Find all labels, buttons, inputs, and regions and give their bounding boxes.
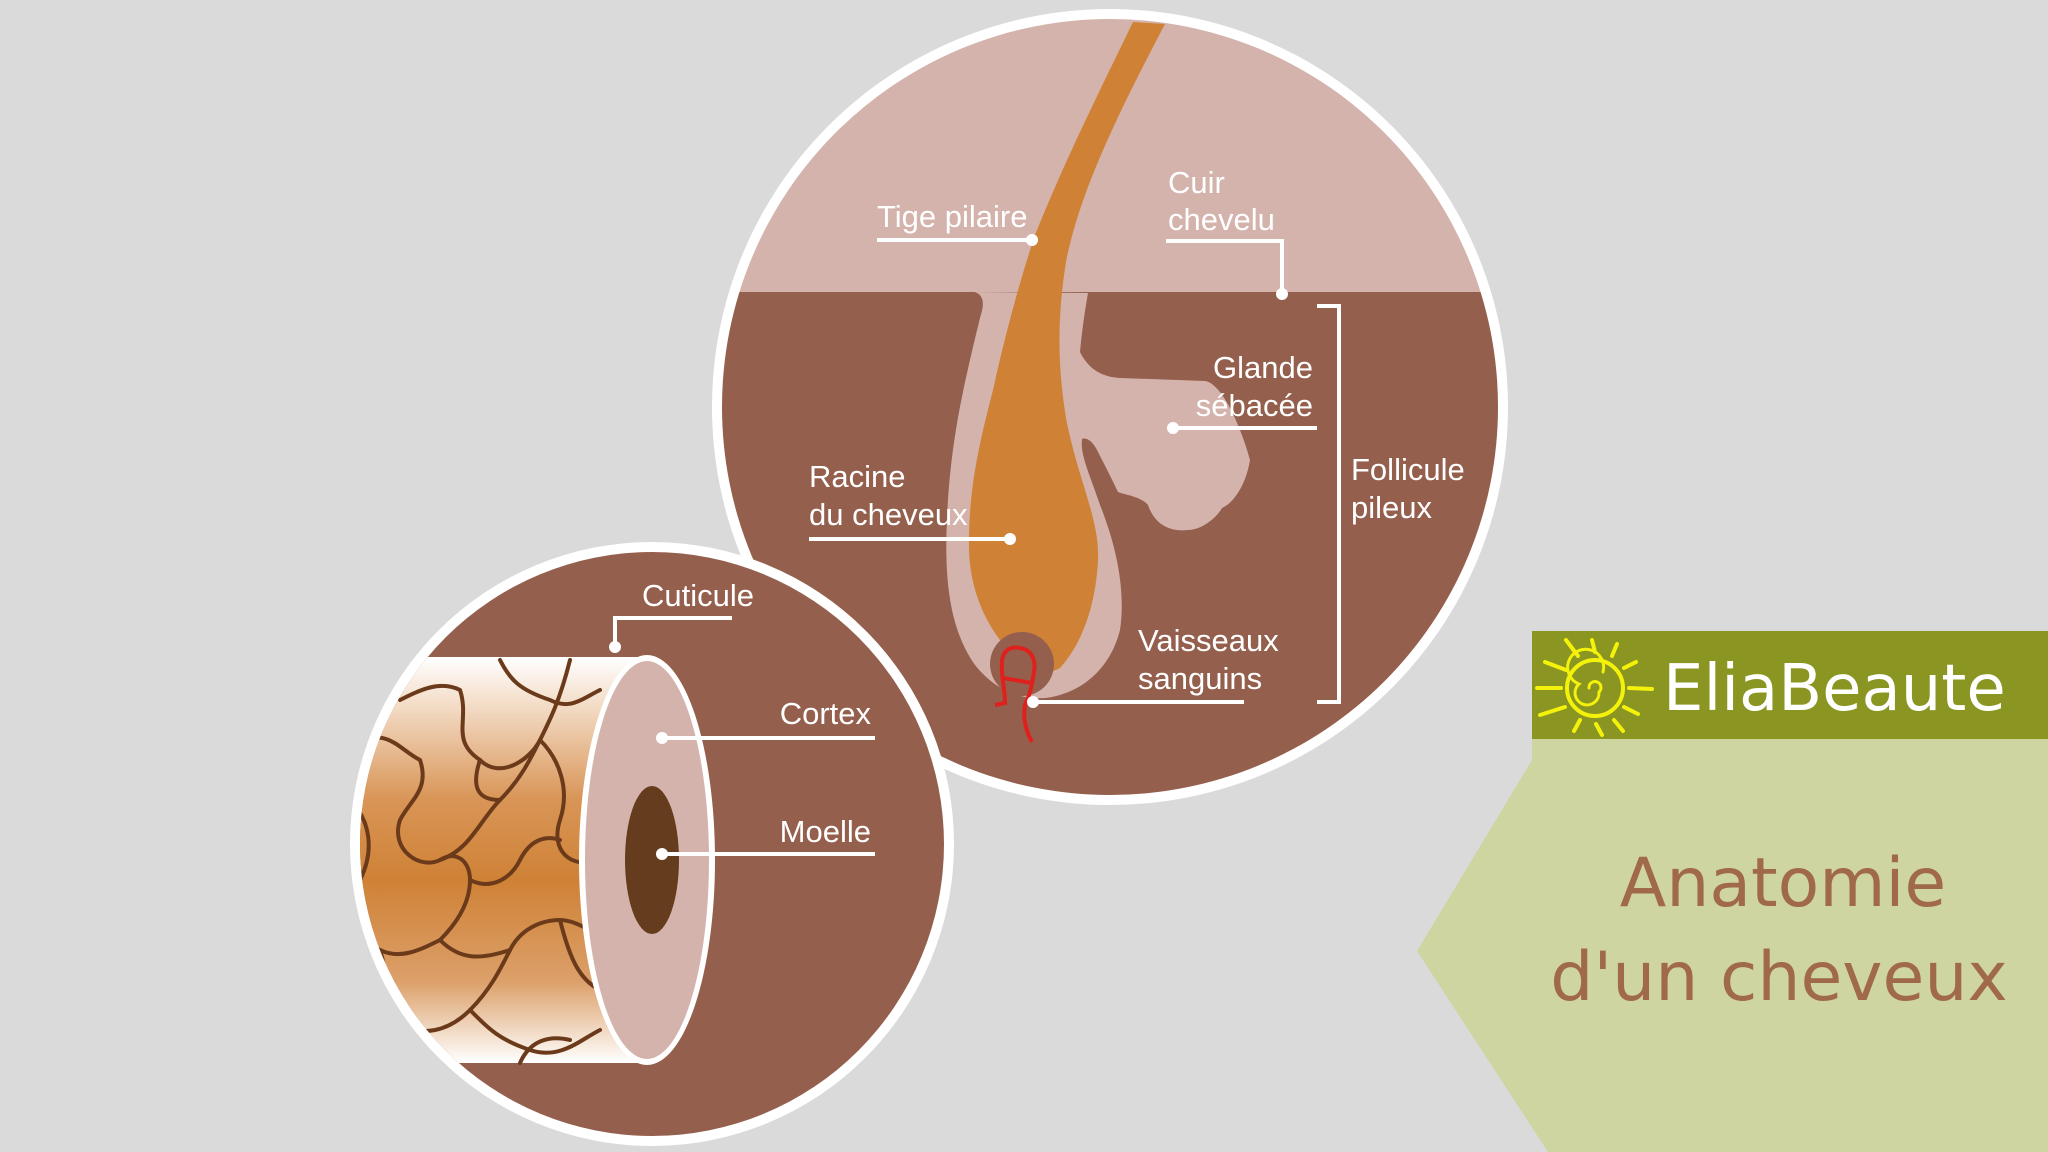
label-follicule-line2: pileux <box>1351 490 1432 525</box>
marker-cortex <box>656 732 668 744</box>
marker-vaisseaux <box>1027 696 1039 708</box>
label-cuticule: Cuticule <box>642 578 754 613</box>
label-follicule-line1: Follicule <box>1351 452 1465 487</box>
marker-glande <box>1167 422 1179 434</box>
label-tige-pilaire: Tige pilaire <box>877 199 1027 234</box>
scalp-surface <box>722 19 1498 292</box>
leader-cuticule <box>613 616 732 647</box>
label-racine-line2: du cheveux <box>809 497 968 532</box>
title-line1: Anatomie <box>1620 844 1947 923</box>
label-vaisseaux-line2: sanguins <box>1138 661 1262 696</box>
title-panel <box>1417 739 2048 1152</box>
cuticle-scales <box>360 658 647 1065</box>
marker-tige-pilaire <box>1026 234 1038 246</box>
brand-banner-bg <box>1532 631 2048 739</box>
label-vaisseaux-line1: Vaisseaux <box>1138 623 1279 658</box>
hair-shaft <box>968 22 1165 672</box>
dermal-papilla <box>990 632 1054 696</box>
brand-banner: EliaBeaute <box>1532 631 2048 739</box>
label-glande-line1: Glande <box>1213 350 1313 385</box>
marker-racine <box>1004 533 1016 545</box>
title-line2: d'un cheveux <box>1550 938 2007 1017</box>
bracket-follicule <box>1317 304 1341 704</box>
marker-cuir-chevelu <box>1276 288 1288 300</box>
sebaceous-gland <box>1080 352 1250 531</box>
label-cuir-line2: chevelu <box>1168 202 1275 237</box>
label-moelle: Moelle <box>780 814 871 849</box>
leader-cuir-chevelu <box>1166 239 1284 294</box>
marker-cuticule <box>609 641 621 653</box>
label-glande-line2: sébacée <box>1196 388 1313 423</box>
cross-section-diagram: Cuticule Cortex Moelle <box>350 542 954 1146</box>
brand-name: EliaBeaute <box>1663 652 2006 726</box>
marker-moelle <box>656 848 668 860</box>
medulla <box>625 786 679 934</box>
label-racine-line1: Racine <box>809 459 906 494</box>
label-cortex: Cortex <box>780 696 872 731</box>
blood-vessel <box>994 645 1037 743</box>
label-cuir-line1: Cuir <box>1168 165 1225 200</box>
sun-spiral-icon <box>1535 638 1654 737</box>
